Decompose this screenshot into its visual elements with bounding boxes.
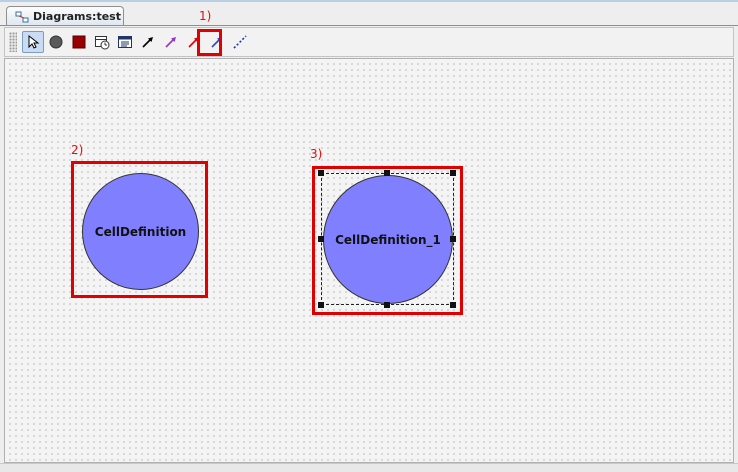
- annotation-box-3: [312, 166, 463, 315]
- resize-handle-ne[interactable]: [450, 170, 456, 176]
- dashed-line-icon: [233, 35, 247, 49]
- tab-title: Diagrams:test: [33, 10, 121, 23]
- table-clock-icon: [95, 36, 110, 50]
- gray-circle-icon: [49, 35, 63, 49]
- resize-handle-n[interactable]: [384, 170, 390, 176]
- toolbar-grip[interactable]: [9, 32, 17, 52]
- toolbar: [4, 27, 734, 57]
- cell-node-label: CellDefinition_1: [335, 232, 441, 247]
- cell-node-celldefinition[interactable]: CellDefinition: [82, 173, 199, 290]
- purple-arrow-tool-button[interactable]: [160, 31, 182, 53]
- black-arrow-icon: [142, 37, 153, 48]
- dashed-line-tool-button[interactable]: [229, 31, 251, 53]
- annotation-box-1: [197, 29, 222, 56]
- tab-diagrams-test[interactable]: Diagrams:test: [6, 6, 124, 26]
- list-icon: [118, 36, 132, 48]
- tab-divider: [0, 25, 738, 26]
- resize-handle-w[interactable]: [318, 236, 324, 242]
- table-tool-button[interactable]: [91, 31, 113, 53]
- resize-handle-sw[interactable]: [318, 302, 324, 308]
- annotation-label-3: 3): [310, 147, 323, 161]
- state-tool-button[interactable]: [45, 31, 67, 53]
- list-tool-button[interactable]: [114, 31, 136, 53]
- select-tool-button[interactable]: [22, 31, 44, 53]
- bottom-strip: [0, 463, 738, 472]
- annotation-label-2: 2): [71, 143, 84, 157]
- black-arrow-tool-button[interactable]: [137, 31, 159, 53]
- pointer-arrow-icon: [28, 34, 40, 49]
- diagram-icon: [15, 11, 29, 23]
- resize-handle-s[interactable]: [384, 302, 390, 308]
- resize-handle-nw[interactable]: [318, 170, 324, 176]
- cell-node-celldefinition-1[interactable]: CellDefinition_1: [323, 175, 453, 304]
- annotation-box-2: [71, 161, 208, 298]
- resize-handle-se[interactable]: [450, 302, 456, 308]
- annotation-label-1: 1): [199, 9, 212, 23]
- cell-node-label: CellDefinition: [94, 224, 187, 239]
- dark-red-square-icon: [72, 35, 86, 49]
- resize-handle-e[interactable]: [450, 236, 456, 242]
- stop-tool-button[interactable]: [68, 31, 90, 53]
- purple-arrow-icon: [165, 37, 176, 48]
